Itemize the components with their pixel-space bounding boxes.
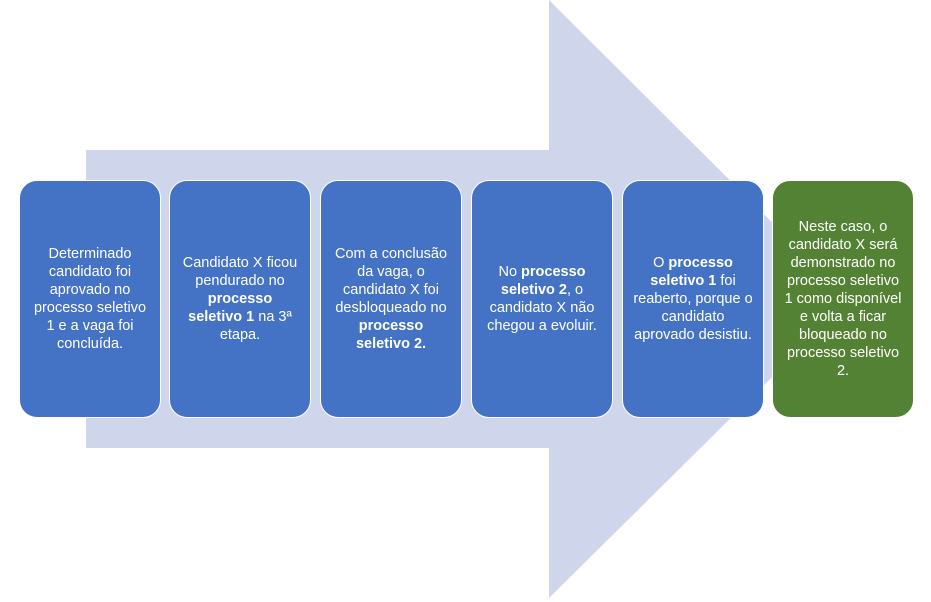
step-2-text: Candidato X ficou pendurado no processo … [180,254,300,344]
step-2-text-part-3: na 3ª etapa. [219,309,292,343]
step-5-text: O processo seletivo 1 foi reaberto, porq… [633,254,753,344]
step-4-text-part-3: , o candidato X não chegou a evoluir. [487,282,597,334]
step-5-text-part-1: O [653,255,669,271]
step-5-text-bold: processo seletivo 1 [650,255,733,289]
step-2-text-bold: processo seletivo 1 [188,291,273,325]
step-4-text-bold: processo seletivo 2 [500,264,586,298]
step-4-box: No processo seletivo 2, o candidato X nã… [471,180,613,418]
step-3-text: Com a conclusão da vaga, o candidato X f… [331,245,451,353]
step-3-box: Com a conclusão da vaga, o candidato X f… [320,180,462,418]
step-4-text: No processo seletivo 2, o candidato X nã… [482,263,602,335]
step-6-box: Neste caso, o candidato X será demonstra… [772,180,914,418]
step-5-box: O processo seletivo 1 foi reaberto, porq… [622,180,764,418]
step-1-box: Determinado candidato foi aprovado no pr… [19,180,161,418]
step-1-text: Determinado candidato foi aprovado no pr… [30,245,150,353]
step-6-text: Neste caso, o candidato X será demonstra… [783,218,903,380]
step-5-text-part-3: foi reaberto, porque o candidato aprovad… [633,273,753,343]
step-2-box: Candidato X ficou pendurado no processo … [169,180,311,418]
step-3-text-bold: processo seletivo 2. [355,318,427,352]
step-6-text-part-1: Neste caso, o candidato X será demonstra… [784,219,902,379]
step-1-text-part-1: Determinado candidato foi aprovado no pr… [33,246,147,352]
step-4-text-part-1: No [498,264,522,280]
arrow-shape [86,0,850,598]
step-3-text-part-1: Com a conclusão da vaga, o candidato X f… [334,246,448,316]
step-2-text-part-1: Candidato X ficou pendurado no [182,255,298,289]
